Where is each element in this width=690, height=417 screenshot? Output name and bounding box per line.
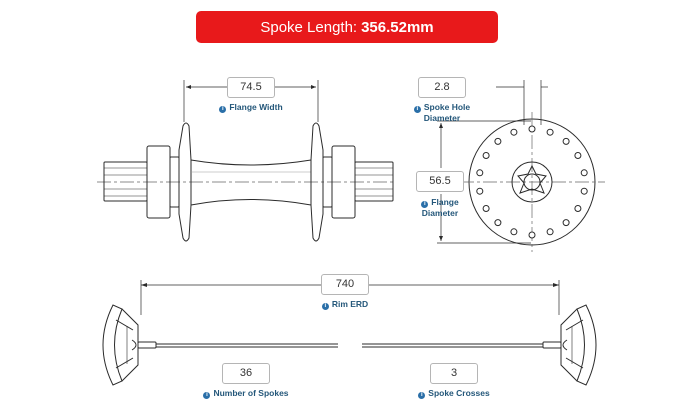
spoke-hole — [528, 231, 536, 239]
spoke-hole — [580, 169, 588, 177]
left-rim-section — [102, 304, 157, 386]
number-of-spokes-field[interactable]: 36 — [222, 363, 270, 384]
spoke-hole — [494, 219, 502, 227]
hub-end-view — [437, 80, 605, 252]
spoke-hole — [476, 169, 484, 177]
spoke-hole — [546, 228, 554, 236]
spoke-hole — [476, 187, 484, 195]
spoke-crosses-field[interactable]: 3 — [430, 363, 478, 384]
flange-diameter-field[interactable]: 56.5 — [416, 171, 464, 192]
info-icon[interactable]: i — [219, 106, 227, 113]
spoke-hole — [494, 137, 502, 145]
hub-side-view — [97, 80, 395, 242]
spoke-hole — [580, 187, 588, 195]
rim-erd-field[interactable]: 740 — [321, 274, 369, 295]
spoke-hole — [482, 205, 490, 212]
spoke-hole — [528, 125, 536, 133]
spoke-hole — [546, 128, 554, 136]
spoke-hole — [482, 152, 490, 159]
spoke-hole-diameter-field[interactable]: 2.8 — [418, 77, 466, 98]
spoke-hole — [574, 152, 582, 159]
spoke-length-result-banner: Spoke Length: 356.52mm — [196, 11, 498, 43]
info-icon[interactable]: i — [421, 201, 429, 208]
spoke-hole — [562, 137, 570, 145]
info-icon[interactable]: i — [413, 106, 421, 113]
spoke-length-value: 356.52mm — [361, 18, 434, 36]
info-icon[interactable]: i — [203, 392, 211, 399]
rim-erd-dimension — [140, 280, 560, 315]
info-icon[interactable]: i — [418, 392, 426, 399]
spoke-hole — [510, 128, 518, 136]
info-icon[interactable]: i — [321, 303, 329, 310]
right-rim-section — [542, 304, 597, 386]
spoke-hole — [574, 205, 582, 212]
spoke-hole — [562, 219, 570, 227]
flange-width-field[interactable]: 74.5 — [227, 77, 275, 98]
spoke-hole — [510, 228, 518, 236]
spoke-length-label: Spoke Length: — [260, 18, 358, 36]
